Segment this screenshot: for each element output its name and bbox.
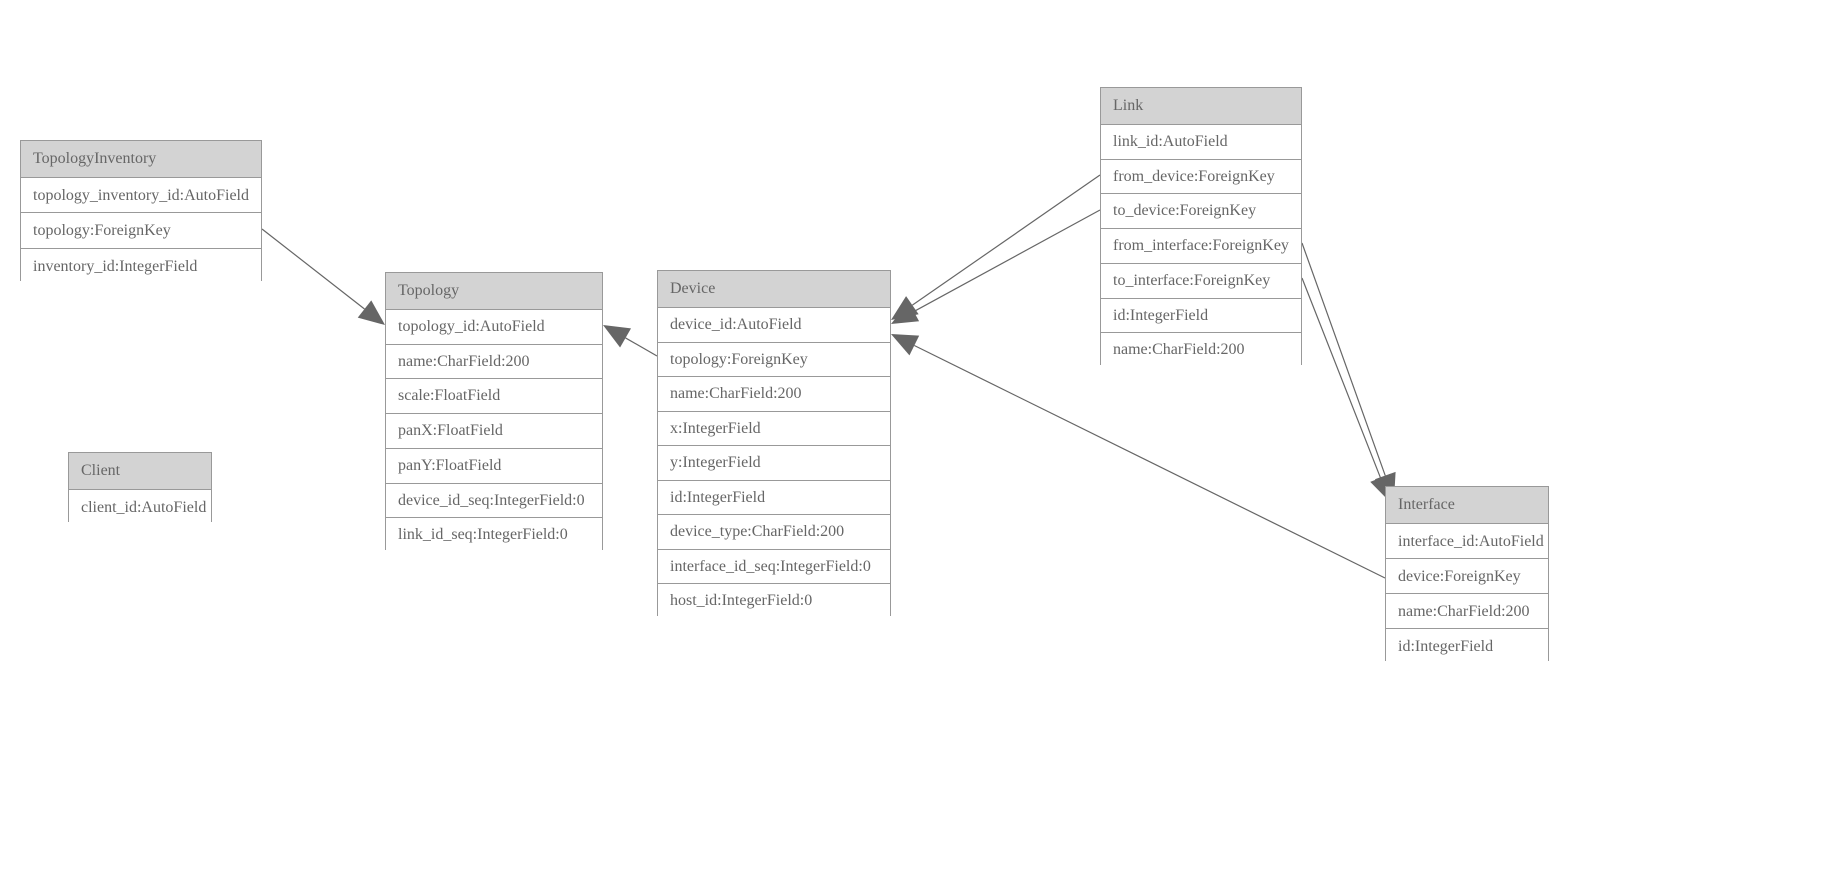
entity-field-row: inventory_id:IntegerField (21, 248, 261, 284)
entity-field-row: panX:FloatField (386, 414, 602, 449)
entity-field-row: from_interface:ForeignKey (1101, 229, 1301, 264)
relationship-rel-interface-device (891, 334, 1386, 579)
entity-field-row: scale:FloatField (386, 379, 602, 415)
relationship-line (912, 174, 1101, 306)
entity-field-row: id:IntegerField (658, 480, 890, 516)
relationship-rel-topologyinventory-topology (261, 228, 385, 325)
entity-field-row: topology_inventory_id:AutoField (21, 178, 261, 214)
relationship-line (1301, 277, 1382, 479)
entity-title-topology: Topology (386, 273, 602, 310)
entity-title-client: Client (69, 453, 211, 490)
entity-field-row: device_id:AutoField (658, 308, 890, 343)
entity-field-row: name:CharField:200 (1101, 333, 1301, 368)
entity-field-row: panY:FloatField (386, 448, 602, 484)
relationship-arrowhead (891, 334, 920, 356)
entity-field-row: from_device:ForeignKey (1101, 159, 1301, 195)
entity-field-row: topology_id:AutoField (386, 310, 602, 345)
entity-field-row: id:IntegerField (1101, 298, 1301, 334)
relationship-rel-link-from-interface (1301, 242, 1396, 500)
entity-field-row: link_id:AutoField (1101, 125, 1301, 160)
relationship-line (625, 337, 658, 357)
entity-title-device: Device (658, 271, 890, 308)
relationship-rel-link-to-interface (1301, 277, 1391, 502)
entity-field-row: y:IntegerField (658, 446, 890, 481)
relationship-arrowhead (891, 301, 920, 324)
entity-field-row: interface_id_seq:IntegerField:0 (658, 549, 890, 585)
entity-field-row: interface_id:AutoField (1386, 524, 1548, 559)
entity-field-row: id:IntegerField (1386, 629, 1548, 664)
relationship-rel-link-from-device (891, 174, 1101, 320)
entity-field-row: device:ForeignKey (1386, 559, 1548, 594)
entity-field-row: name:CharField:200 (658, 377, 890, 412)
entity-field-row: device_id_seq:IntegerField:0 (386, 483, 602, 519)
entity-field-row: topology:ForeignKey (658, 342, 890, 378)
entity-field-row: host_id:IntegerField:0 (658, 584, 890, 619)
entity-field-row: client_id:AutoField (69, 490, 211, 525)
entity-field-row: device_type:CharField:200 (658, 515, 890, 550)
entity-title-interface: Interface (1386, 487, 1548, 524)
entity-field-row: topology:ForeignKey (21, 213, 261, 249)
relationship-arrowhead (603, 325, 632, 348)
relationship-line (261, 228, 365, 310)
relationship-line (913, 209, 1101, 313)
entity-field-row: name:CharField:200 (386, 344, 602, 380)
relationship-arrowhead (357, 300, 385, 325)
relationship-rel-device-topology (603, 325, 658, 357)
entity-field-row: x:IntegerField (658, 411, 890, 447)
entity-field-row: to_device:ForeignKey (1101, 194, 1301, 230)
relationship-line (914, 344, 1386, 579)
entity-title-link: Link (1101, 88, 1301, 125)
entity-field-row: to_interface:ForeignKey (1101, 263, 1301, 299)
entity-field-row: link_id_seq:IntegerField:0 (386, 518, 602, 553)
entity-title-topology_inventory: TopologyInventory (21, 141, 261, 178)
entity-field-row: name:CharField:200 (1386, 594, 1548, 629)
relationship-line (1301, 242, 1386, 476)
relationship-rel-link-to-device (891, 209, 1101, 324)
